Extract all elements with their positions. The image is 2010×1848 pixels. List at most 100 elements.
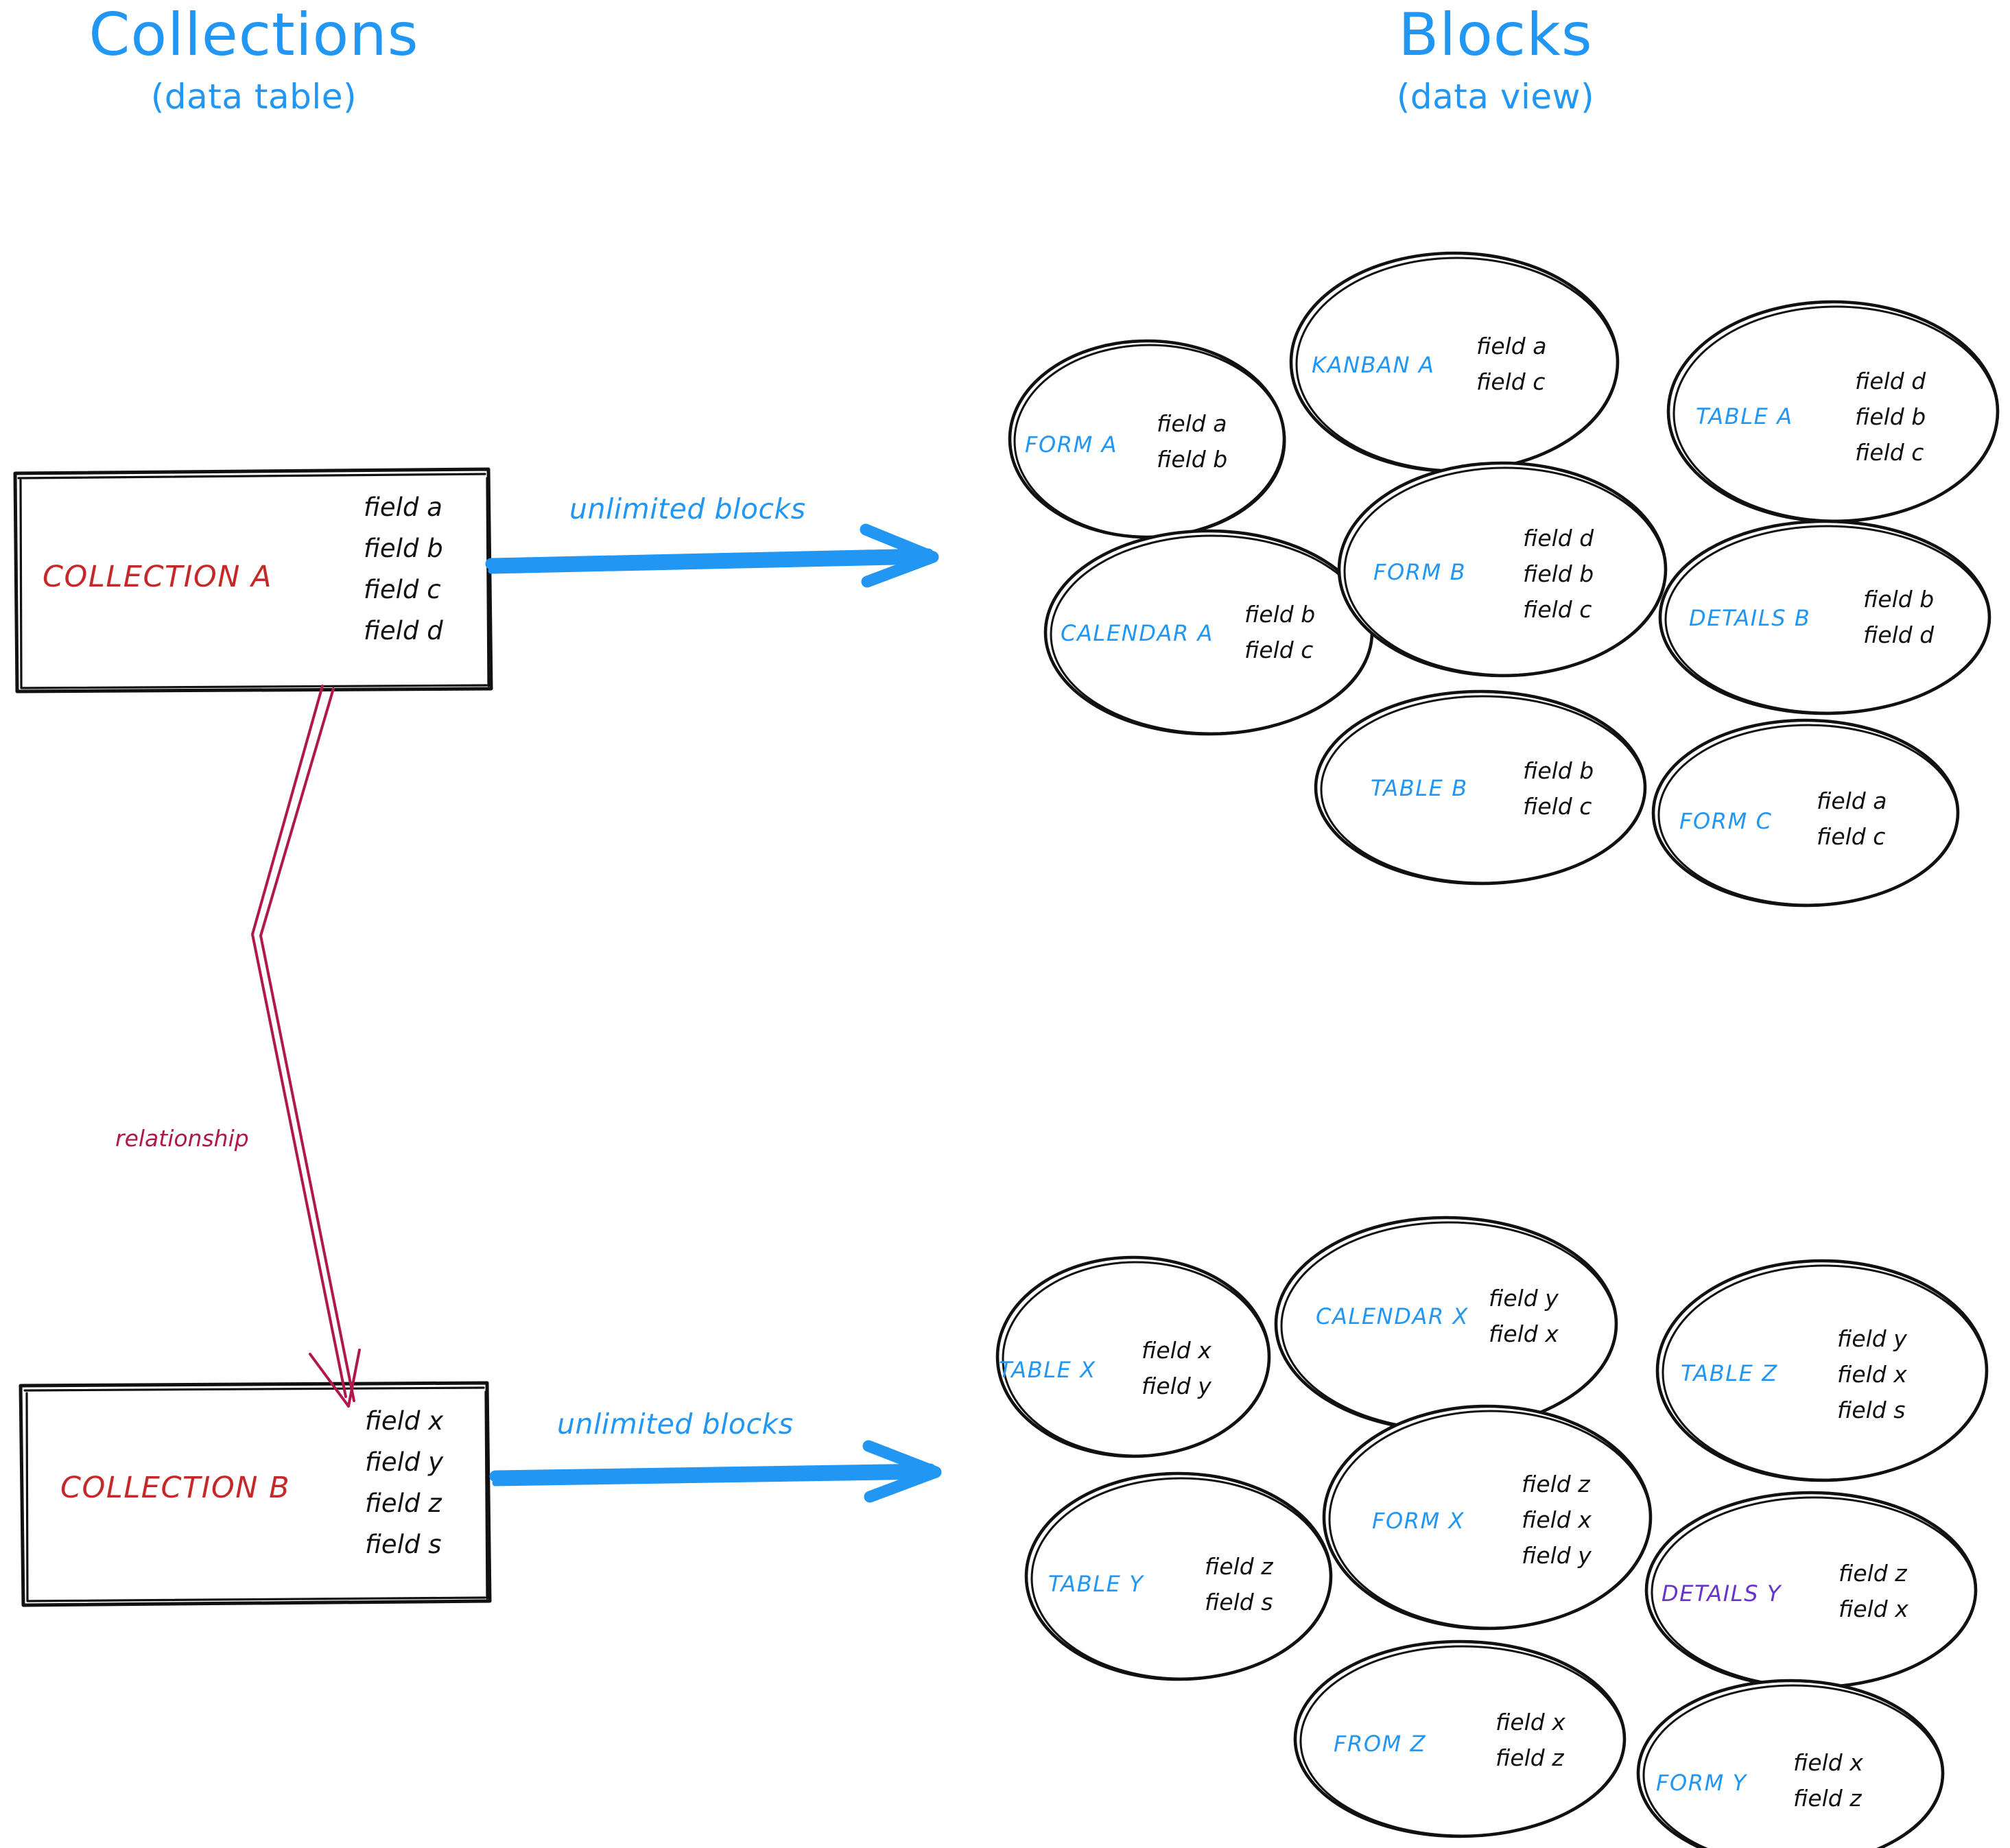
block-details-y-fields: field z field x bbox=[1838, 1556, 1908, 1627]
block-table-b-field-2: field c bbox=[1523, 793, 1592, 820]
block-table-x-field-1: field x bbox=[1142, 1337, 1211, 1364]
unlimited-blocks-arrow-top bbox=[485, 523, 939, 588]
block-calendar-a-fields: field b field c bbox=[1244, 597, 1315, 668]
heading-blocks-subtitle: (data view) bbox=[1396, 77, 1595, 117]
block-details-y-field-1: field z bbox=[1838, 1560, 1907, 1587]
block-table-a-field-1: field d bbox=[1855, 368, 1926, 394]
block-table-z-fields: field y field x field s bbox=[1837, 1321, 1907, 1428]
collection-a-fields: field a field b field c field d bbox=[364, 487, 443, 652]
block-form-y-field-2: field z bbox=[1793, 1785, 1862, 1812]
block-table-z-field-3: field s bbox=[1837, 1397, 1906, 1424]
block-kanban-a-field-1: field a bbox=[1476, 333, 1547, 359]
heading-blocks: Blocks (data view) bbox=[1283, 5, 1708, 114]
block-form-c-field-2: field c bbox=[1817, 823, 1886, 851]
block-form-a-field-1: field a bbox=[1157, 410, 1227, 437]
block-form-b-field-2: field b bbox=[1523, 560, 1594, 588]
block-kanban-a-field-2: field c bbox=[1476, 368, 1546, 396]
block-calendar-x[interactable]: CALENDAR X field y field x bbox=[1276, 1218, 1616, 1430]
collection-a[interactable]: COLLECTION A field a field b field c fie… bbox=[15, 469, 491, 691]
block-form-x[interactable]: FORM X field z field x field y bbox=[1324, 1406, 1651, 1628]
block-calendar-x-fields: field y field x bbox=[1489, 1281, 1559, 1352]
block-form-c[interactable]: FORM C field a field c bbox=[1653, 720, 1958, 905]
heading-collections-subtitle: (data table) bbox=[150, 77, 357, 117]
block-form-x-fields: field z field x field y bbox=[1522, 1467, 1592, 1574]
block-table-b-fields: field b field c bbox=[1523, 753, 1594, 825]
block-details-b-field-1: field b bbox=[1863, 586, 1935, 613]
block-table-b[interactable]: TABLE B field b field c bbox=[1316, 691, 1645, 884]
block-from-z-name: FROM Z bbox=[1334, 1731, 1427, 1757]
block-form-x-field-3: field y bbox=[1522, 1542, 1592, 1569]
block-table-a-field-2: field b bbox=[1855, 403, 1926, 431]
block-form-b-fields: field d field b field c bbox=[1523, 521, 1594, 628]
unlimited-blocks-label-top: unlimited blocks bbox=[569, 493, 806, 525]
block-calendar-x-name: CALENDAR X bbox=[1316, 1303, 1469, 1329]
block-table-a-fields: field d field b field c bbox=[1855, 364, 1926, 471]
block-table-x-field-2: field y bbox=[1142, 1373, 1211, 1400]
block-table-b-field-1: field b bbox=[1523, 757, 1594, 784]
collection-b-name: COLLECTION B bbox=[60, 1471, 291, 1505]
collection-b-field-2: field y bbox=[365, 1447, 444, 1477]
block-details-b-name: DETAILS B bbox=[1689, 605, 1811, 631]
block-form-y[interactable]: FORM Y field x field z bbox=[1638, 1681, 1943, 1848]
block-table-y-name: TABLE Y bbox=[1048, 1571, 1144, 1597]
block-form-a-name: FORM A bbox=[1025, 431, 1118, 458]
block-kanban-a[interactable]: KANBAN A field a field c bbox=[1291, 253, 1618, 471]
collection-a-field-2: field b bbox=[364, 533, 443, 563]
unlimited-blocks-arrow-bottom bbox=[489, 1440, 942, 1503]
block-table-z-name: TABLE Z bbox=[1681, 1360, 1778, 1386]
block-form-c-name: FORM C bbox=[1679, 808, 1773, 834]
heading-blocks-title: Blocks bbox=[1398, 1, 1593, 69]
block-form-x-name: FORM X bbox=[1372, 1508, 1465, 1534]
block-calendar-a-field-1: field b bbox=[1244, 601, 1316, 628]
block-table-x[interactable]: TABLE X field x field y bbox=[997, 1257, 1269, 1456]
block-form-c-fields: field a field c bbox=[1817, 783, 1887, 855]
block-calendar-a[interactable]: CALENDAR A field b field c bbox=[1045, 531, 1372, 734]
block-table-z[interactable]: TABLE Z field y field x field s bbox=[1657, 1261, 1987, 1480]
block-form-a-field-2: field b bbox=[1157, 446, 1228, 473]
collection-a-name: COLLECTION A bbox=[43, 560, 273, 594]
block-details-b[interactable]: DETAILS B field b field d bbox=[1660, 521, 1989, 713]
block-from-z[interactable]: FROM Z field x field z bbox=[1295, 1642, 1624, 1836]
block-from-z-field-1: field x bbox=[1495, 1709, 1565, 1736]
block-form-y-fields: field x field z bbox=[1793, 1745, 1863, 1816]
block-form-a-fields: field a field b bbox=[1157, 406, 1227, 477]
block-calendar-x-field-2: field x bbox=[1489, 1320, 1559, 1348]
collection-a-field-3: field c bbox=[364, 574, 441, 604]
block-calendar-a-field-2: field c bbox=[1244, 637, 1314, 664]
block-table-x-name: TABLE X bbox=[999, 1357, 1096, 1383]
heading-collections-title: Collections bbox=[88, 1, 419, 69]
block-kanban-a-fields: field a field c bbox=[1476, 329, 1546, 400]
collection-b[interactable]: COLLECTION B field x field y field z fie… bbox=[21, 1383, 490, 1605]
block-form-x-field-2: field x bbox=[1522, 1506, 1592, 1534]
block-table-z-field-1: field y bbox=[1837, 1325, 1907, 1352]
block-table-y[interactable]: TABLE Y field z field s bbox=[1026, 1473, 1331, 1679]
block-table-z-field-2: field x bbox=[1837, 1361, 1907, 1388]
block-details-y-field-2: field x bbox=[1838, 1596, 1908, 1623]
block-form-b[interactable]: FORM B field d field b field c bbox=[1339, 463, 1666, 676]
block-details-y[interactable]: DETAILS Y field z field x bbox=[1646, 1493, 1976, 1687]
collection-a-field-4: field d bbox=[364, 615, 443, 645]
block-details-b-fields: field b field d bbox=[1863, 582, 1934, 653]
block-form-b-field-3: field c bbox=[1523, 596, 1592, 624]
collection-a-field-1: field a bbox=[364, 493, 442, 522]
block-table-a[interactable]: TABLE A field d field b field c bbox=[1668, 302, 1998, 521]
heading-collections: Collections (data table) bbox=[41, 5, 466, 114]
block-details-y-name: DETAILS Y bbox=[1662, 1580, 1782, 1607]
block-details-b-field-2: field d bbox=[1863, 621, 1935, 649]
block-table-y-field-2: field s bbox=[1205, 1589, 1273, 1616]
collection-b-field-4: field s bbox=[365, 1529, 442, 1559]
block-calendar-a-name: CALENDAR A bbox=[1061, 620, 1214, 646]
collection-b-fields: field x field y field z field s bbox=[365, 1401, 443, 1565]
collection-b-field-1: field x bbox=[365, 1406, 444, 1436]
relationship-label: relationship bbox=[115, 1125, 249, 1152]
block-form-y-field-1: field x bbox=[1793, 1749, 1863, 1776]
block-form-a[interactable]: FORM A field a field b bbox=[1010, 341, 1284, 537]
block-calendar-x-field-1: field y bbox=[1489, 1285, 1559, 1312]
block-table-a-field-3: field c bbox=[1855, 439, 1924, 466]
relationship-connector bbox=[251, 685, 361, 1408]
block-form-y-name: FORM Y bbox=[1656, 1770, 1747, 1796]
block-form-b-name: FORM B bbox=[1373, 559, 1467, 585]
unlimited-blocks-label-bottom: unlimited blocks bbox=[557, 1408, 794, 1441]
block-form-b-field-1: field d bbox=[1523, 525, 1594, 552]
